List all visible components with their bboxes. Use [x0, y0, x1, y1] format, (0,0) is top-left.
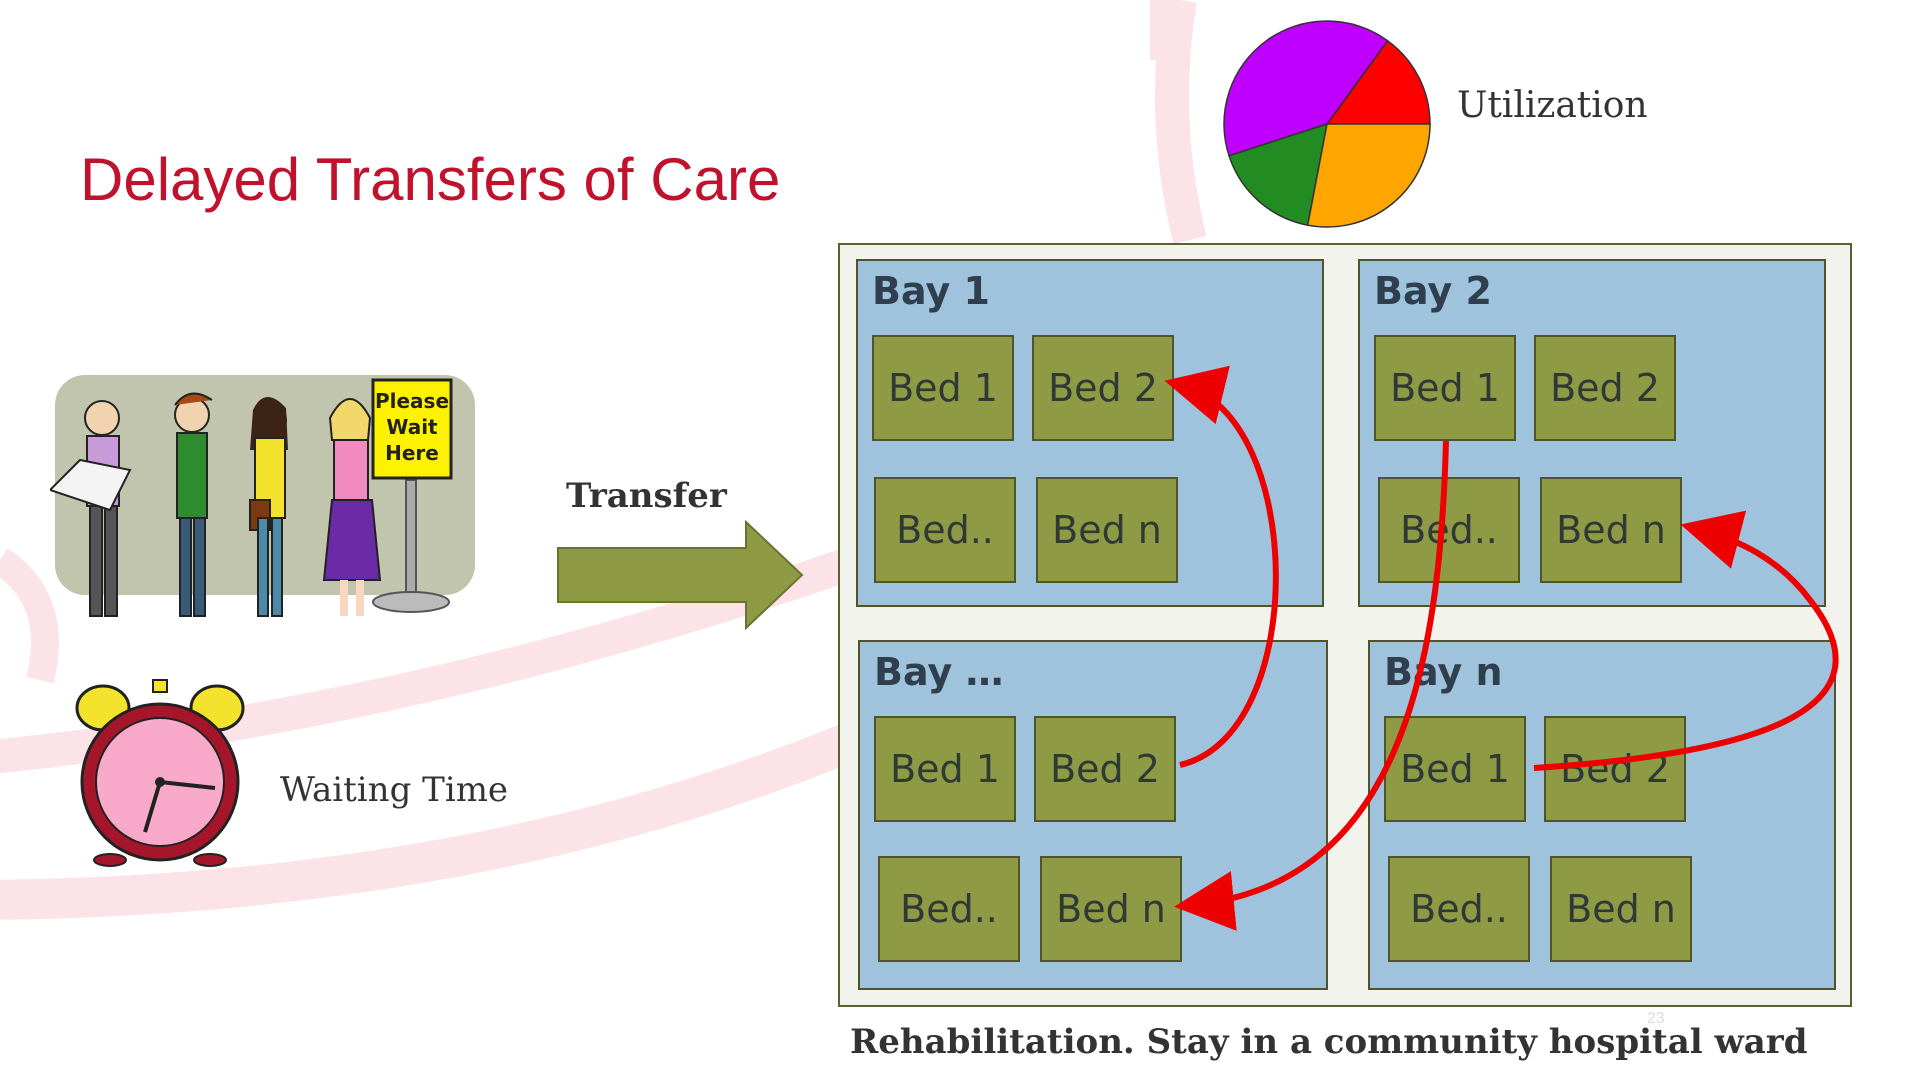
waiting-time-label: Waiting Time [280, 770, 509, 810]
slide-title: Delayed Transfers of Care [80, 146, 781, 213]
bay-2: Bay 2 Bed 1 Bed 2 Bed.. Bed n [1358, 259, 1826, 607]
hospital-ward: Bay 1 Bed 1 Bed 2 Bed.. Bed n Bay 2 Bed … [838, 243, 1852, 1007]
person-yellow-shirt-icon [249, 396, 288, 617]
waiting-queue-illustration: Please Wait Here [50, 375, 475, 617]
bed-2: Bed 2 [1534, 335, 1676, 441]
bay-label: Bay 1 [872, 269, 990, 313]
sign-line-2: Wait [386, 415, 438, 439]
sign-line-1: Please [375, 389, 449, 413]
bed-1: Bed 1 [1384, 716, 1526, 822]
bed-other: Bed.. [874, 477, 1016, 583]
utilization-pie-chart [1223, 20, 1431, 228]
bay-label: Bay … [874, 650, 1004, 694]
person-pink-shirt-icon [322, 398, 382, 616]
transfer-arrow-icon [557, 520, 804, 630]
pie-slice-0 [1325, 39, 1431, 125]
alarm-clock-icon [75, 679, 245, 867]
pie-slice-3 [1306, 123, 1431, 228]
bed-n: Bed n [1550, 856, 1692, 962]
pie-slice-1 [1223, 20, 1389, 157]
utilization-label: Utilization [1457, 85, 1648, 126]
pie-slice-2 [1228, 122, 1328, 227]
person-green-shirt-icon [174, 392, 213, 617]
bay-label: Bay n [1384, 650, 1503, 694]
transfer-arrow-bay-middle-to-bay1 [1164, 365, 1279, 768]
bed-other: Bed.. [1388, 856, 1530, 962]
person-reading-icon [50, 400, 132, 617]
bed-other: Bed.. [1378, 477, 1520, 583]
bay-label: Bay 2 [1374, 269, 1492, 313]
bed-transfer-arrows [1164, 365, 1839, 931]
bed-2: Bed 2 [1544, 716, 1686, 822]
bed-n: Bed n [1040, 856, 1182, 962]
bed-1: Bed 1 [872, 335, 1014, 441]
bed-2: Bed 2 [1034, 716, 1176, 822]
slide-caption: Rehabilitation. Stay in a community hosp… [850, 1022, 1808, 1062]
bed-1: Bed 1 [1374, 335, 1516, 441]
bay-n: Bay n Bed 1 Bed 2 Bed.. Bed n [1368, 640, 1836, 990]
sign-line-3: Here [385, 441, 439, 465]
bed-1: Bed 1 [874, 716, 1016, 822]
page-number: 23 [1647, 1010, 1665, 1027]
please-wait-sign-icon: Please Wait Here [371, 378, 453, 613]
bed-n: Bed n [1540, 477, 1682, 583]
bed-n: Bed n [1036, 477, 1178, 583]
transfer-arrow-bay-n-to-bay2 [1533, 510, 1839, 771]
transfer-arrow-bay2-to-bay-middle [1174, 440, 1449, 931]
bed-other: Bed.. [878, 856, 1020, 962]
transfer-label: Transfer [566, 476, 727, 516]
